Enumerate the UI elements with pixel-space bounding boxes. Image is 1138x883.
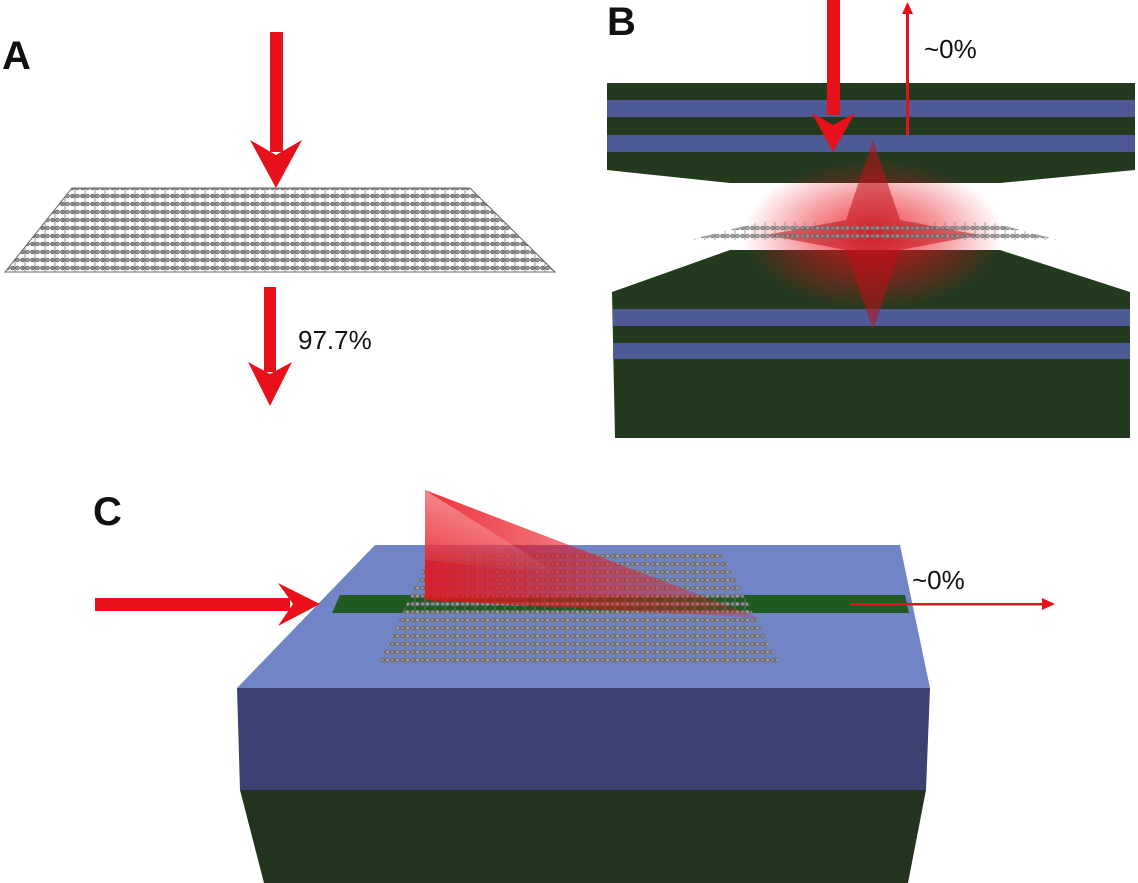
evanescent-field-fade bbox=[425, 490, 560, 575]
reflection-label-b: ~0% bbox=[924, 34, 977, 64]
panel-c bbox=[95, 490, 1055, 883]
panel-label-b: B bbox=[607, 0, 636, 44]
graphene-sheet bbox=[690, 222, 1058, 240]
graphene-sheet bbox=[3, 187, 557, 273]
transmitted-arrow bbox=[248, 287, 292, 406]
reflected-arrow bbox=[902, 2, 913, 135]
panel-a bbox=[3, 32, 557, 406]
evanescent-field bbox=[425, 490, 760, 618]
transmitted-arrow bbox=[850, 598, 1055, 610]
incident-arrow bbox=[250, 32, 302, 188]
transmission-label-a: 97.7% bbox=[298, 325, 372, 355]
substrate-front bbox=[240, 790, 926, 883]
panel-label-c: C bbox=[93, 490, 122, 534]
transmission-label-c: ~0% bbox=[912, 565, 965, 595]
top-mirror bbox=[607, 83, 1135, 183]
panel-label-a: A bbox=[2, 34, 31, 78]
cladding-front bbox=[237, 688, 930, 790]
incident-arrow bbox=[812, 0, 855, 152]
incident-arrow bbox=[95, 583, 320, 626]
panel-b bbox=[607, 0, 1135, 438]
